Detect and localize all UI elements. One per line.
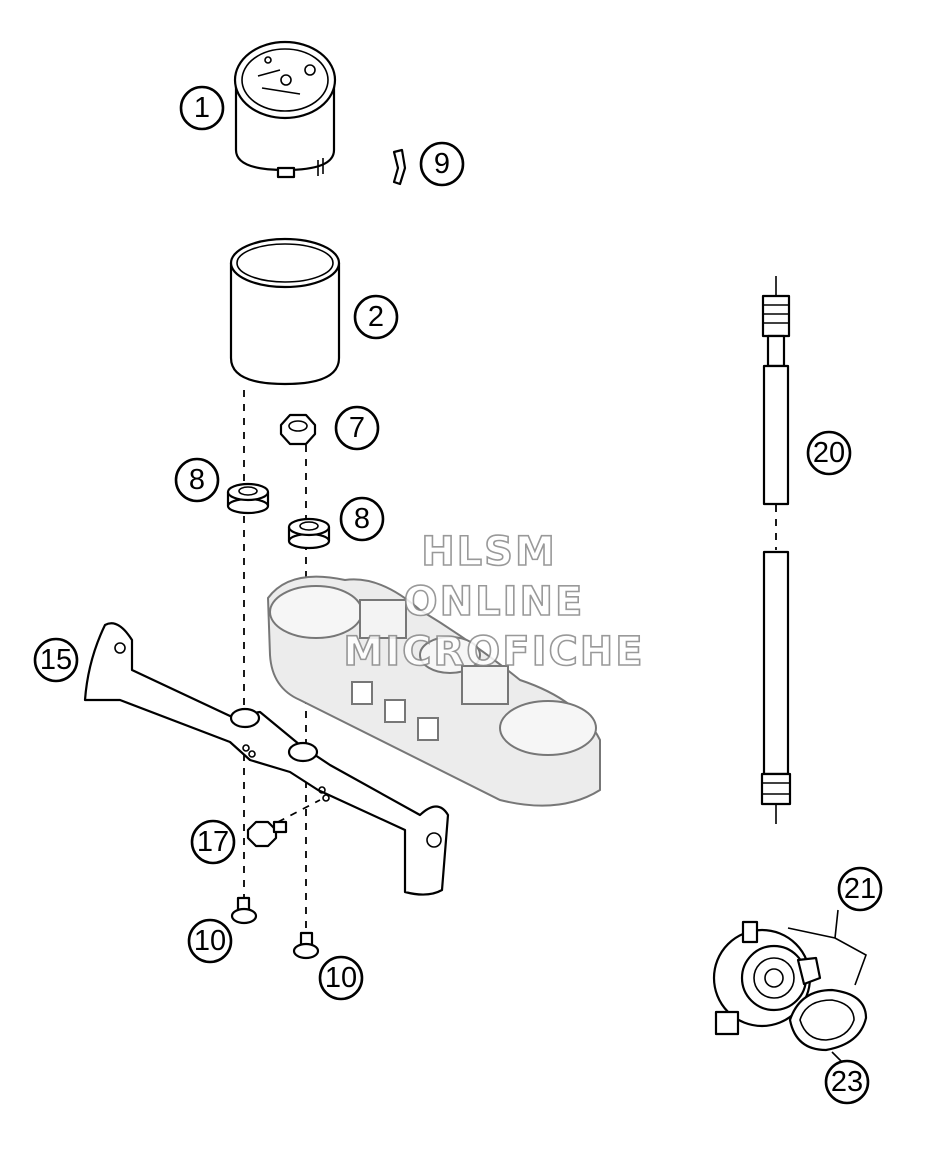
svg-text:8: 8 — [354, 503, 370, 535]
callout-23: 23 — [824, 1059, 870, 1105]
callout-17: 17 — [190, 819, 236, 865]
svg-text:9: 9 — [434, 148, 450, 180]
callout-1: 1 — [179, 85, 225, 131]
svg-text:10: 10 — [194, 925, 226, 957]
watermark-line-3: MICROFICHE — [343, 629, 644, 675]
rubber-grommet-right — [287, 517, 331, 550]
callout-10-left: 10 — [187, 918, 233, 964]
svg-text:2: 2 — [368, 301, 384, 333]
callout-10-right: 10 — [318, 955, 364, 1001]
speedometer-cable-lower — [760, 550, 792, 824]
leader-lines — [787, 909, 867, 1063]
callout-9: 9 — [419, 141, 465, 187]
svg-text:21: 21 — [844, 873, 876, 905]
watermark-line-1: HLSM — [421, 529, 557, 575]
screw-right — [292, 931, 320, 960]
svg-text:17: 17 — [197, 826, 229, 858]
callout-8-left: 8 — [174, 457, 220, 503]
svg-text:8: 8 — [189, 464, 205, 496]
hex-nut — [279, 413, 317, 446]
alignment-line-screw — [277, 799, 321, 823]
svg-text:20: 20 — [813, 437, 845, 469]
svg-text:10: 10 — [325, 962, 357, 994]
gauge-cover-sleeve — [229, 237, 341, 386]
speedometer-gauge — [233, 40, 337, 179]
svg-text:7: 7 — [349, 412, 365, 444]
callout-20: 20 — [806, 430, 852, 476]
callout-7: 7 — [334, 405, 380, 451]
screw-left — [230, 896, 258, 925]
speedometer-cable-upper — [761, 276, 791, 506]
speedometer-drive — [712, 920, 822, 1036]
bulb-socket — [392, 148, 407, 186]
rubber-grommet-left — [226, 482, 270, 515]
callout-21: 21 — [837, 866, 883, 912]
watermark-line-2: ONLINE — [404, 579, 585, 625]
callout-2: 2 — [353, 294, 399, 340]
watermark: HLSM ONLINE MICROFICHE — [343, 528, 644, 676]
retaining-ring — [788, 988, 868, 1052]
svg-text:15: 15 — [40, 644, 72, 676]
mounting-bracket — [83, 622, 450, 896]
svg-text:23: 23 — [831, 1066, 863, 1098]
callout-8-right: 8 — [339, 496, 385, 542]
triple-clamp — [266, 575, 601, 807]
callout-15: 15 — [33, 637, 79, 683]
hex-bolt — [246, 820, 288, 848]
svg-text:1: 1 — [194, 92, 210, 124]
